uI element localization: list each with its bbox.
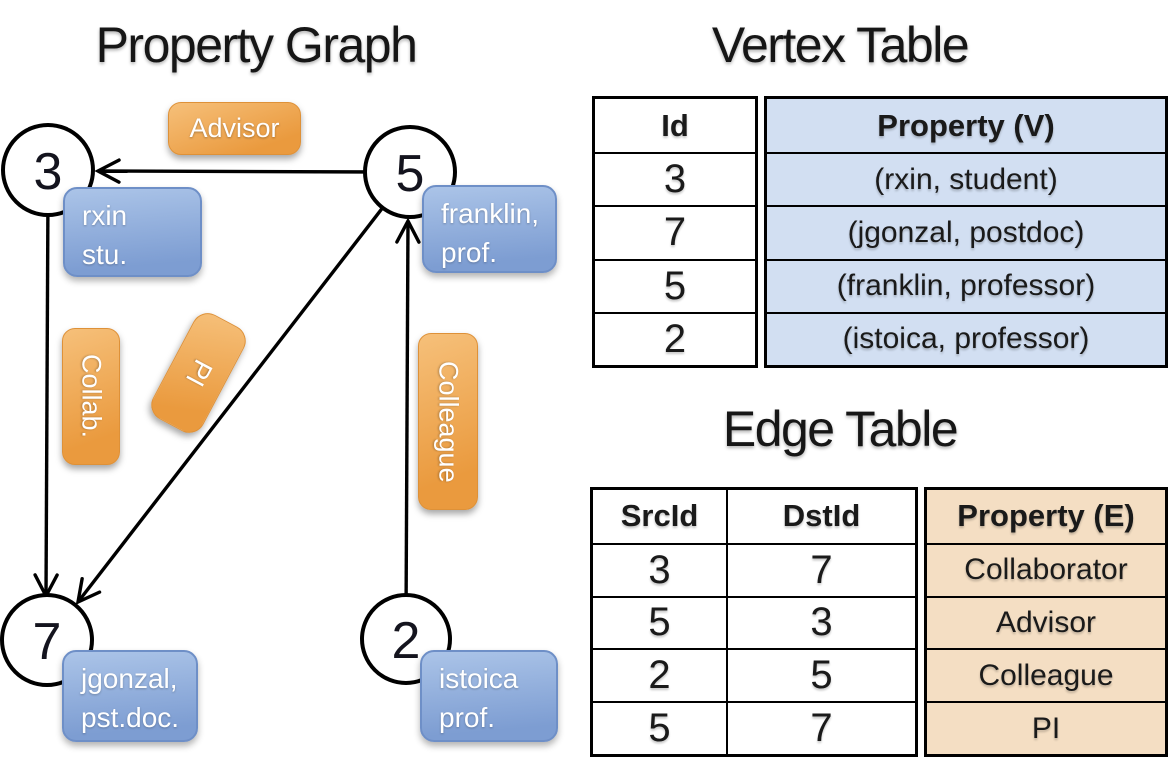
edge-label-collab: Collab.: [62, 328, 120, 465]
edge-table-dstid-cell: 5: [726, 648, 915, 702]
property-graph-title: Property Graph: [95, 17, 418, 73]
edge-lines: [33, 158, 421, 621]
vertex-table-title: Vertex Table: [711, 17, 970, 73]
edge-line-pi-5-to-7: [75, 182, 403, 605]
vertex-table-property-cell: (jgonzal, postdoc): [767, 205, 1165, 258]
vertex-table-property-column: Property (V) (rxin, student) (jgonzal, p…: [764, 96, 1168, 368]
edge-table-property-header: Property (E): [957, 498, 1135, 534]
vertex-table-id-header: Id: [661, 107, 689, 143]
edge-table: SrcId DstId 3 7 5 3 2 5 5 7 Property (E)…: [590, 487, 1168, 757]
edge-table-title: Edge Table: [722, 401, 959, 457]
vertex-table-id-column: Id 3 7 5 2: [592, 96, 758, 368]
vertex-id-3: 3: [34, 143, 63, 201]
edge-table-dstid-cell: 7: [726, 542, 915, 596]
vertex-table-id-cell: 5: [595, 258, 755, 312]
edge-table-dstid-header: DstId: [726, 490, 915, 543]
edge-label-colleague: Colleague: [418, 333, 478, 510]
edge-label-pi-text: PI: [179, 354, 219, 392]
vertex-property-line: franklin,: [441, 198, 540, 229]
vertex-table-property-cell: (istoica, professor): [767, 311, 1165, 365]
edge-line-advisor-5-to-3: [94, 158, 383, 184]
edge-table-property-cell: Colleague: [927, 648, 1165, 701]
edge-label-colleague-text: Colleague: [433, 360, 464, 483]
vertex-property-box-3: rxin stu.: [63, 187, 202, 277]
vertex-property-line: jgonzal,: [81, 663, 178, 694]
vertex-property-line: stu.: [82, 238, 128, 270]
edge-label-collab-text: Collab.: [76, 354, 107, 439]
edge-label-advisor-text: Advisor: [189, 113, 280, 143]
edge-table-srcid-header: SrcId: [620, 498, 699, 534]
vertex-table-id-cell: 3: [595, 152, 755, 205]
edge-table-dstid-cell: 3: [726, 595, 915, 649]
edge-table-srcid-cell: 3: [593, 542, 726, 596]
vertex-property-line: istoica: [439, 663, 519, 694]
edge-table-property-cell: PI: [927, 701, 1165, 754]
vertex-property-line: rxin: [82, 200, 128, 231]
vertex-id-2: 2: [392, 612, 421, 670]
vertex-table-id-cell: 7: [595, 205, 755, 258]
vertex-table: Id 3 7 5 2 Property (V) (rxin, student) …: [592, 96, 1168, 368]
edge-table-srcid-cell: 5: [593, 701, 726, 754]
edge-table-id-columns: SrcId DstId 3 7 5 3 2 5 5 7: [590, 487, 918, 757]
vertex-table-id-cell: 2: [595, 311, 755, 365]
edge-table-srcid-cell: 5: [593, 595, 726, 649]
edge-label-advisor: Advisor: [168, 102, 301, 155]
vertex-table-property-header: Property (V): [877, 107, 1055, 143]
edge-line-colleague-2-to-5: [395, 217, 421, 621]
vertex-property-line: pst.doc.: [81, 701, 180, 733]
vertex-table-property-cell: (rxin, student): [767, 152, 1165, 205]
edge-table-property-column: Property (E) Collaborator Advisor Collea…: [924, 487, 1168, 757]
vertex-property-line: prof.: [441, 236, 498, 268]
edge-table-dstid-cell: 7: [726, 701, 915, 754]
edge-table-property-cell: Collaborator: [927, 542, 1165, 596]
vertex-id-7: 7: [33, 613, 62, 671]
vertex-id-5: 5: [396, 145, 425, 203]
vertex-property-box-2: istoica prof.: [420, 650, 558, 742]
vertex-property-box-5: franklin, prof.: [422, 185, 557, 273]
vertex-property-box-7: jgonzal, pst.doc.: [62, 650, 198, 742]
edge-table-property-cell: Advisor: [927, 595, 1165, 649]
vertex-property-line: prof.: [439, 701, 496, 733]
edge-line-collab-3-to-7: [33, 189, 59, 600]
edge-table-srcid-cell: 2: [593, 648, 726, 701]
vertex-table-property-cell: (franklin, professor): [767, 258, 1165, 312]
